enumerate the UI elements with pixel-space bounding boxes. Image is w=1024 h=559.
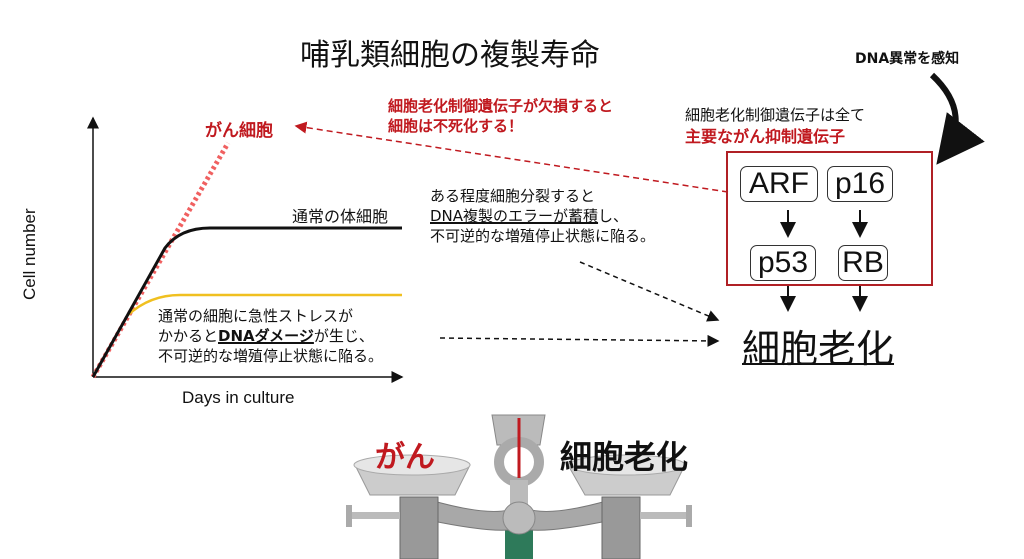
- stress-growth-line: [127, 293, 402, 316]
- deletion-arrow: [294, 121, 729, 193]
- graph-axes: [87, 116, 404, 383]
- replication-text: ある程度細胞分裂すると DNA複製のエラーが蓄積し、 不可逆的な増殖停止状態に陥…: [430, 187, 656, 245]
- normal-growth-line: [91, 226, 402, 378]
- y-axis-label: Cell number: [20, 208, 39, 300]
- normal-cell-label: 通常の体細胞: [292, 207, 389, 226]
- gene-arf: ARF: [740, 166, 818, 202]
- dna-sensing-arrow: [929, 72, 985, 165]
- gene-p53: p53: [750, 245, 816, 281]
- senescence-label: 細胞老化: [742, 327, 895, 371]
- replication-arrow: [579, 261, 720, 322]
- balance-left-label: がん: [375, 440, 435, 475]
- tumor-suppressor-box: [726, 151, 933, 286]
- cancer-cell-label: がん細胞: [205, 121, 273, 141]
- deletion-text: 細胞老化制御遺伝子が欠損すると 細胞は不死化する！: [388, 97, 614, 135]
- balance-right-label: 細胞老化: [560, 438, 689, 476]
- page-title: 哺乳類細胞の複製寿命: [300, 38, 600, 73]
- dna-sensing-label: DNA異常を感知: [855, 51, 960, 67]
- genes-caption: 細胞老化制御遺伝子は全て 主要ながん抑制遺伝子: [685, 106, 866, 146]
- gene-rb: RB: [838, 245, 888, 281]
- balance-scale-icon: [346, 414, 692, 559]
- gene-p16: p16: [827, 166, 893, 202]
- stress-arrow: [439, 334, 720, 347]
- x-axis-label: Days in culture: [182, 388, 295, 407]
- stress-text: 通常の細胞に急性ストレスが かかるとDNAダメージが生じ、 不可逆的な増殖停止状…: [158, 307, 384, 365]
